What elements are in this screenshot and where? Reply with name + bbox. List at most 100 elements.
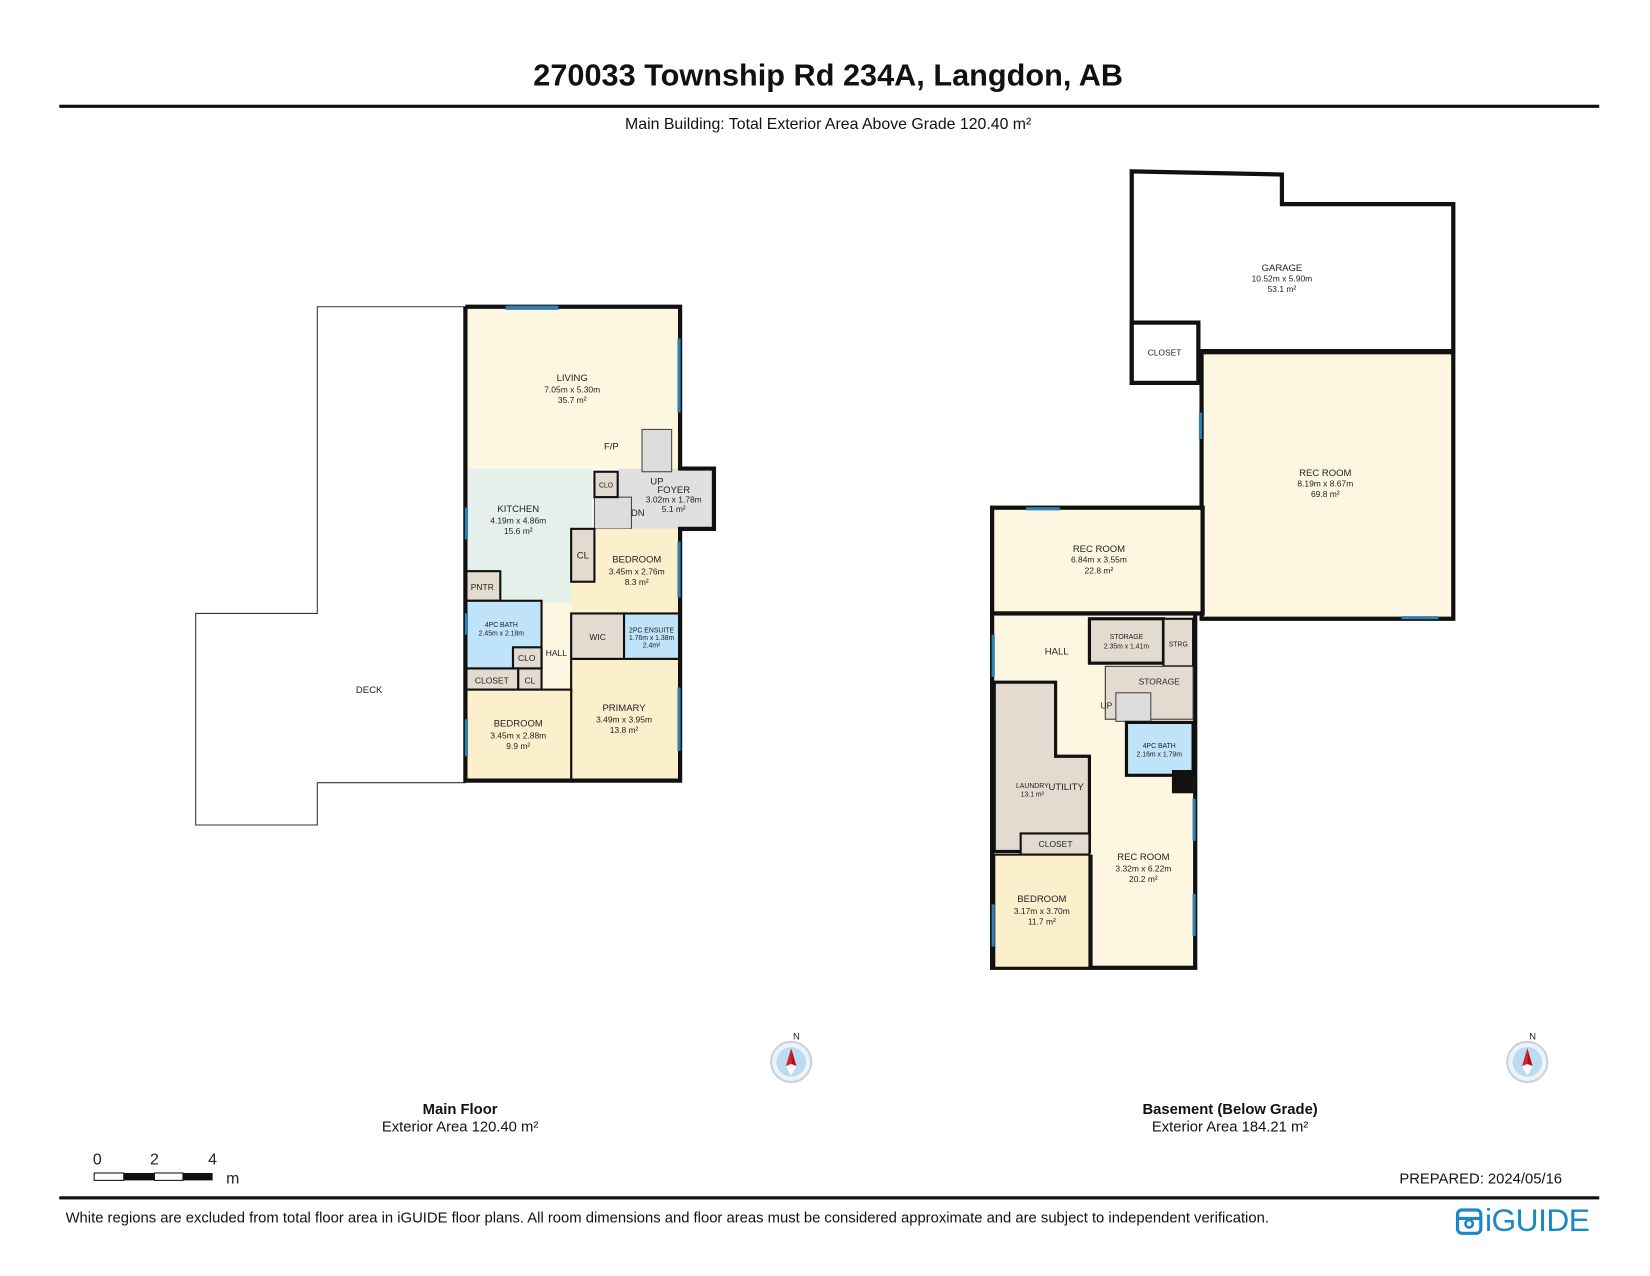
living-name: LIVING xyxy=(557,373,588,384)
basement-title: Basement (Below Grade) xyxy=(1142,1100,1318,1117)
page-subtitle: Main Building: Total Exterior Area Above… xyxy=(625,115,1032,134)
compass-icon: N xyxy=(770,1032,813,1084)
scale-bar: 0 2 4 m xyxy=(93,1152,239,1188)
basement-bath-dims: 2.16m x 1.79m xyxy=(1137,751,1183,758)
deck xyxy=(195,306,466,826)
kitchen-dims: 4.19m x 4.86m xyxy=(490,516,546,526)
rec-1-area: 69.8 m² xyxy=(1311,489,1340,499)
bath-dims: 2.45m x 2.18m xyxy=(479,631,525,638)
foyer-name: FOYER xyxy=(657,485,690,496)
rec-2-dims: 6.84m x 3.55m xyxy=(1071,555,1127,565)
compass-icon: N xyxy=(1506,1032,1549,1084)
rec-3-name: REC ROOM xyxy=(1117,852,1169,863)
garage-area: 53.1 m² xyxy=(1268,284,1297,294)
living-dims: 7.05m x 5.30m xyxy=(544,384,600,394)
laundry-name: LAUNDRY xyxy=(1016,783,1049,790)
storage-1-dims: 2.35m x 1.41m xyxy=(1104,643,1150,650)
room-basement-bath xyxy=(1124,720,1195,777)
deck-label: DECK xyxy=(356,685,383,696)
room-foyer xyxy=(618,468,714,529)
svg-text:N: N xyxy=(1529,1032,1536,1043)
svg-text:N: N xyxy=(793,1032,800,1043)
stairs-down-label: DN xyxy=(631,508,645,519)
room-wic xyxy=(570,612,626,661)
garage-name: GARAGE xyxy=(1262,263,1303,274)
bath-name: 4PC BATH xyxy=(485,622,518,629)
storage-1-name: STORAGE xyxy=(1110,634,1144,641)
basement-bedroom-area: 11.7 m² xyxy=(1028,916,1056,926)
stairs-basement xyxy=(1115,692,1152,722)
main-floor-area: Exterior Area 120.40 m² xyxy=(381,1117,539,1135)
room-garage-closet xyxy=(1129,320,1201,386)
disclaimer: White regions are excluded from total fl… xyxy=(65,1208,1269,1226)
wic-label: WIC xyxy=(589,632,605,642)
closet-label: CLOSET xyxy=(475,675,509,685)
iguide-logo-text: iGUIDE xyxy=(1485,1203,1590,1239)
room-storage-1 xyxy=(1087,617,1166,665)
page-title: 270033 Township Rd 234A, Langdon, AB xyxy=(533,59,1124,94)
scale-unit: m xyxy=(226,1171,239,1188)
scale-tick-0: 0 xyxy=(93,1152,102,1169)
strg-label: STRG xyxy=(1169,641,1188,648)
basement-stairs-up-label: UP xyxy=(1100,701,1112,711)
pntr-label: PNTR xyxy=(471,582,494,592)
iguide-logo-icon xyxy=(1455,1208,1483,1235)
stairs-up-label: UP xyxy=(650,476,663,487)
foyer-area: 5.1 m² xyxy=(662,504,686,514)
ensuite-name: 2PC ENSUITE xyxy=(629,628,674,635)
cl-2-label: CL xyxy=(525,675,536,685)
cl-1-label: CL xyxy=(577,550,589,561)
rec-2-name: REC ROOM xyxy=(1073,544,1125,555)
hall-label: HALL xyxy=(546,648,567,658)
main-floor-plan: DECK LIVING xyxy=(195,304,717,826)
stairs-down xyxy=(593,496,632,530)
rec-1-dims: 8.19m x 8.67m xyxy=(1297,479,1353,489)
room-hall xyxy=(539,602,574,693)
rec-2-area: 22.8 m² xyxy=(1085,565,1114,575)
room-primary xyxy=(570,657,682,782)
foyer-dims: 3.02m x 1.78m xyxy=(646,494,702,504)
rec-3-area: 20.2 m² xyxy=(1129,874,1158,884)
storage-2-label: STORAGE xyxy=(1139,676,1181,686)
bedroom-1-area: 8.3 m² xyxy=(625,577,649,587)
kitchen-area: 15.6 m² xyxy=(504,526,533,536)
bedroom-2-dims: 3.45m x 2.88m xyxy=(490,730,546,740)
room-clo-foyer xyxy=(593,470,619,499)
prepared-date: PREPARED: 2024/05/16 xyxy=(1399,1169,1563,1187)
rec-1-name: REC ROOM xyxy=(1299,468,1351,479)
basement-closet-label: CLOSET xyxy=(1039,839,1073,849)
scale-tick-4: 4 xyxy=(208,1152,217,1169)
garage-closet-label: CLOSET xyxy=(1148,347,1182,357)
basement-plan: GARAGE 10.52m x 5.90m 53.1 m² CLOSET REC… xyxy=(990,169,1456,970)
basement-hall-label: HALL xyxy=(1045,647,1069,658)
ensuite-dims: 1.76m x 1.38m xyxy=(629,635,675,642)
fireplace-label: F/P xyxy=(604,442,619,453)
basement-bath-name: 4PC BATH xyxy=(1143,743,1176,750)
utility-label: UTILITY xyxy=(1048,782,1084,793)
primary-name: PRIMARY xyxy=(602,703,646,714)
footer-divider xyxy=(59,1196,1600,1200)
iguide-logo: iGUIDE xyxy=(1455,1203,1590,1240)
clo-foyer-label: CLO xyxy=(599,483,613,490)
room-laundry-utility xyxy=(992,680,1092,854)
laundry-area: 13.1 m² xyxy=(1021,791,1045,798)
bedroom-2-area: 9.9 m² xyxy=(506,741,530,751)
rec-3-dims: 3.32m x 6.22m xyxy=(1115,864,1171,874)
scale-tick-2: 2 xyxy=(150,1152,159,1169)
room-basement-bedroom xyxy=(993,853,1091,969)
room-rec-2 xyxy=(990,505,1205,616)
clo-bath-label: CLO xyxy=(518,653,536,663)
stairs-up xyxy=(641,428,673,473)
main-floor-title: Main Floor xyxy=(422,1100,498,1117)
room-rec-1 xyxy=(1199,350,1456,621)
garage-dims: 10.52m x 5.90m xyxy=(1252,273,1313,283)
header-divider xyxy=(59,104,1600,108)
living-area: 35.7 m² xyxy=(558,395,587,405)
bedroom-1-dims: 3.45m x 2.76m xyxy=(609,566,665,576)
basement-bedroom-name: BEDROOM xyxy=(1017,894,1066,905)
basement-bedroom-dims: 3.17m x 3.70m xyxy=(1014,906,1070,916)
kitchen-name: KITCHEN xyxy=(497,504,539,515)
ensuite-area: 2.4m² xyxy=(643,642,661,649)
